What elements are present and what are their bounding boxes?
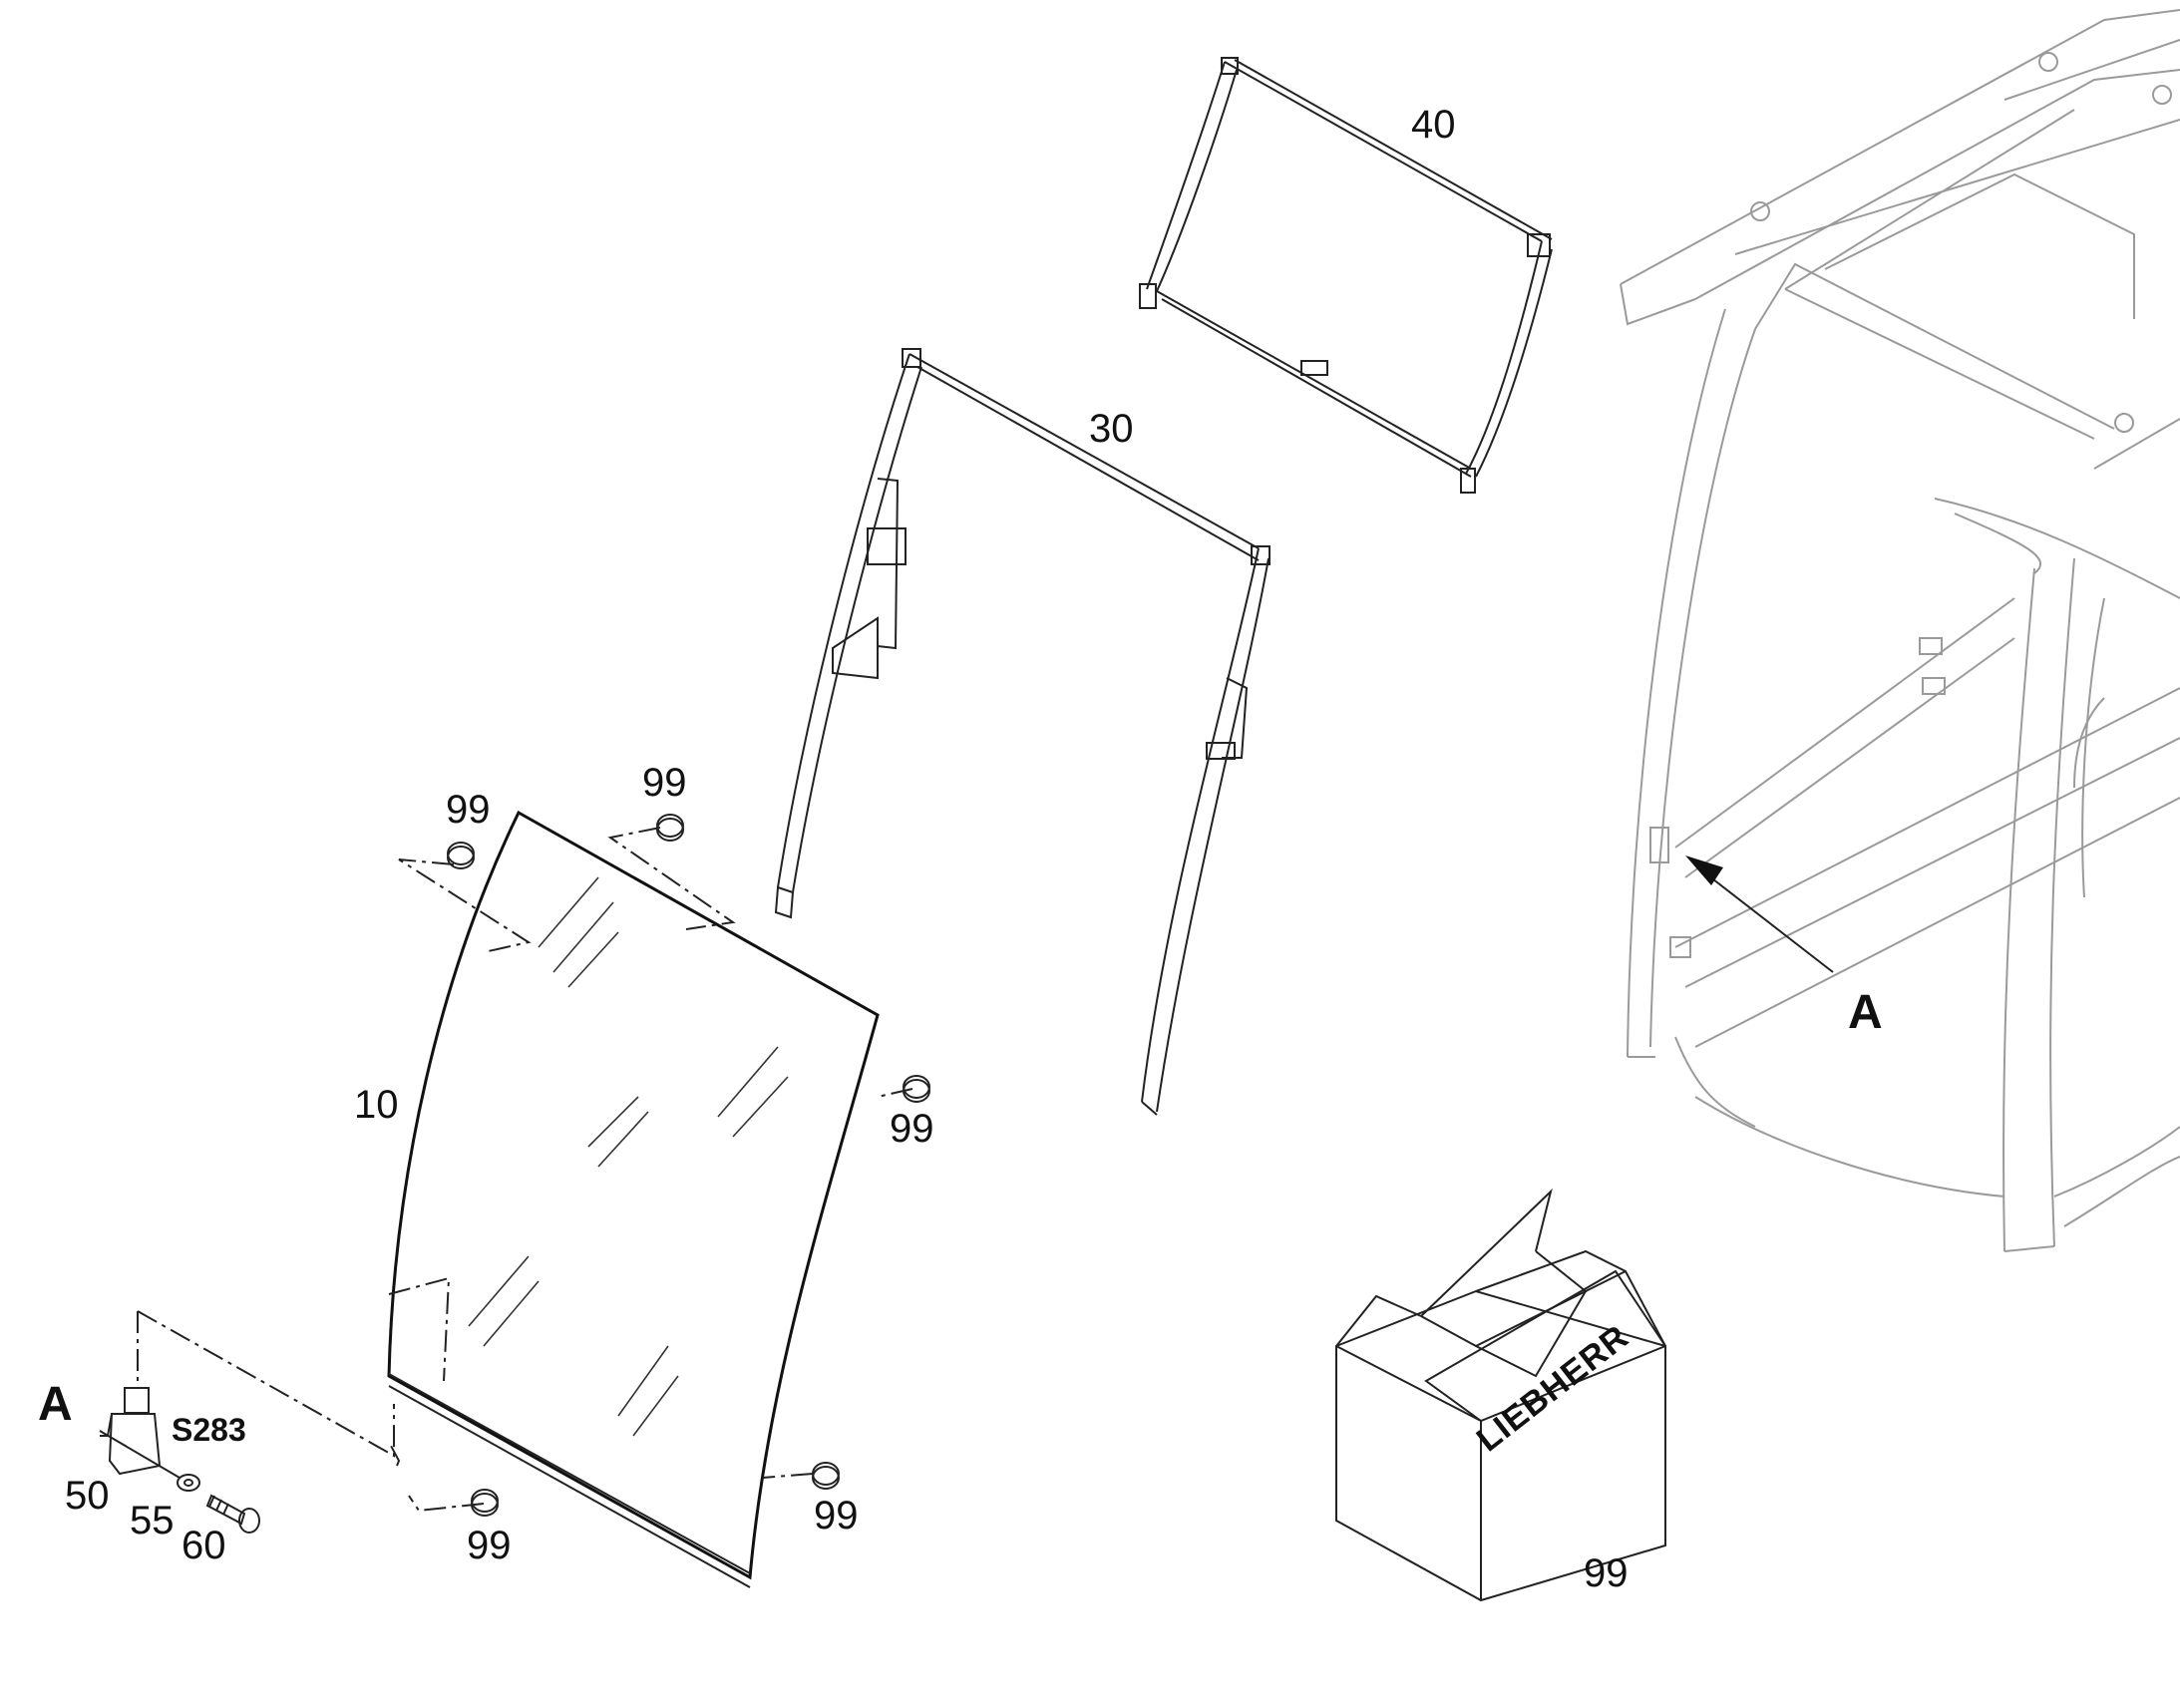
window-frame (774, 348, 1271, 1116)
label-glass-pane: 10 (354, 1083, 399, 1127)
label-fastener-bottom-left: 99 (467, 1524, 512, 1567)
fastener-grommets (447, 814, 930, 1517)
label-roller-blind: 40 (1411, 103, 1456, 147)
glass-pane (387, 810, 880, 1588)
label-switch-code: S283 (172, 1412, 246, 1448)
label-fastener-top-left: 99 (446, 788, 491, 832)
label-switch: 50 (65, 1474, 110, 1518)
detail-arrow-a (1685, 855, 1834, 973)
label-kit-box: 99 (1584, 1551, 1629, 1595)
label-window-frame: 30 (1089, 407, 1134, 451)
label-detail-ref-switch: A (38, 1378, 73, 1431)
label-fastener-bottom-right: 99 (814, 1494, 859, 1537)
kit-box (1335, 1188, 1666, 1602)
label-detail-ref-cab: A (1848, 986, 1883, 1039)
label-fastener-top-right: 99 (642, 761, 687, 805)
label-fastener-right: 99 (890, 1107, 934, 1151)
roller-blind (1139, 57, 1553, 494)
cab-frame (1620, 9, 2180, 1252)
label-screw: 60 (182, 1524, 226, 1567)
switch-assembly (99, 1387, 260, 1534)
leader-lines (137, 827, 913, 1513)
label-washer: 55 (130, 1499, 175, 1542)
